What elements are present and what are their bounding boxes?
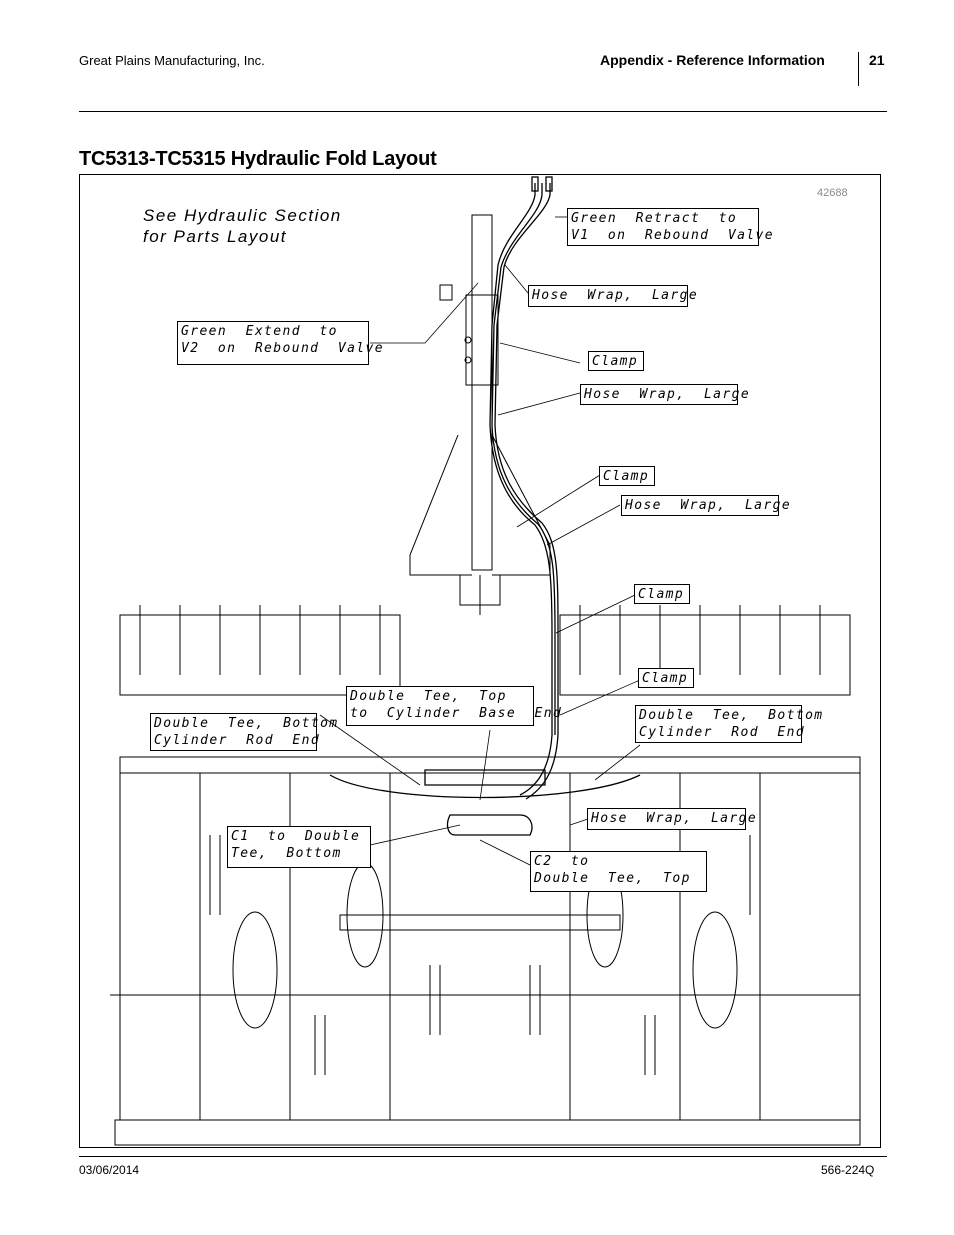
note-line-2: for Parts Layout [143,227,288,246]
callout-green-extend: Green Extend to V2 on Rebound Valve [177,321,383,365]
leader-lines [319,216,641,866]
callout-hose-wrap-4: Hose Wrap, Large [587,808,756,830]
figure-number: 42688 [817,187,848,199]
hose-bundle [489,176,559,800]
header-company: Great Plains Manufacturing, Inc. [79,53,265,68]
springs [209,835,761,1075]
callout-clamp-2: Clamp [599,466,655,486]
hydraulic-loop [329,769,641,836]
callout-hose-wrap-3: Hose Wrap, Large [621,495,790,516]
hydraulic-layout-figure: 42688 See Hydraulic Section for Parts La… [79,174,881,1148]
note-line-1: See Hydraulic Section [143,206,342,225]
footer-rule [79,1156,887,1157]
callout-hose-wrap-1: Hose Wrap, Large [528,285,697,307]
footer-date: 03/06/2014 [79,1163,140,1177]
callout-clamp-4: Clamp [638,668,694,688]
callout-double-tee-bottom-left: Double Tee, Bottom Cylinder Rod End [150,713,337,751]
callout-clamp-1: Clamp [588,351,644,371]
tongue-frame [409,214,551,615]
callout-double-tee-top: Double Tee, Top to Cylinder Base End [346,686,561,726]
footer-doc-number: 566-224Q [821,1163,875,1177]
parts-layout-note: See Hydraulic Section for Parts Layout [143,205,342,247]
callout-c1: C1 to Double Tee, Bottom [227,826,371,868]
header-rule [79,111,887,112]
disc-gang-upper [119,605,851,696]
page-title: TC5313-TC5315 Hydraulic Fold Layout [79,148,437,170]
callout-clamp-3: Clamp [634,584,690,604]
callout-green-retract: Green Retract to V1 on Rebound Valve [567,208,773,246]
callout-hose-wrap-2: Hose Wrap, Large [580,384,749,405]
callout-double-tee-bottom-right: Double Tee, Bottom Cylinder Rod End [635,705,822,743]
header-divider [858,52,859,86]
header-section: Appendix - Reference Information [600,52,825,68]
machine-drawing [110,176,861,1146]
page-number: 21 [869,52,885,68]
callout-c2: C2 to Double Tee, Top [530,851,707,892]
